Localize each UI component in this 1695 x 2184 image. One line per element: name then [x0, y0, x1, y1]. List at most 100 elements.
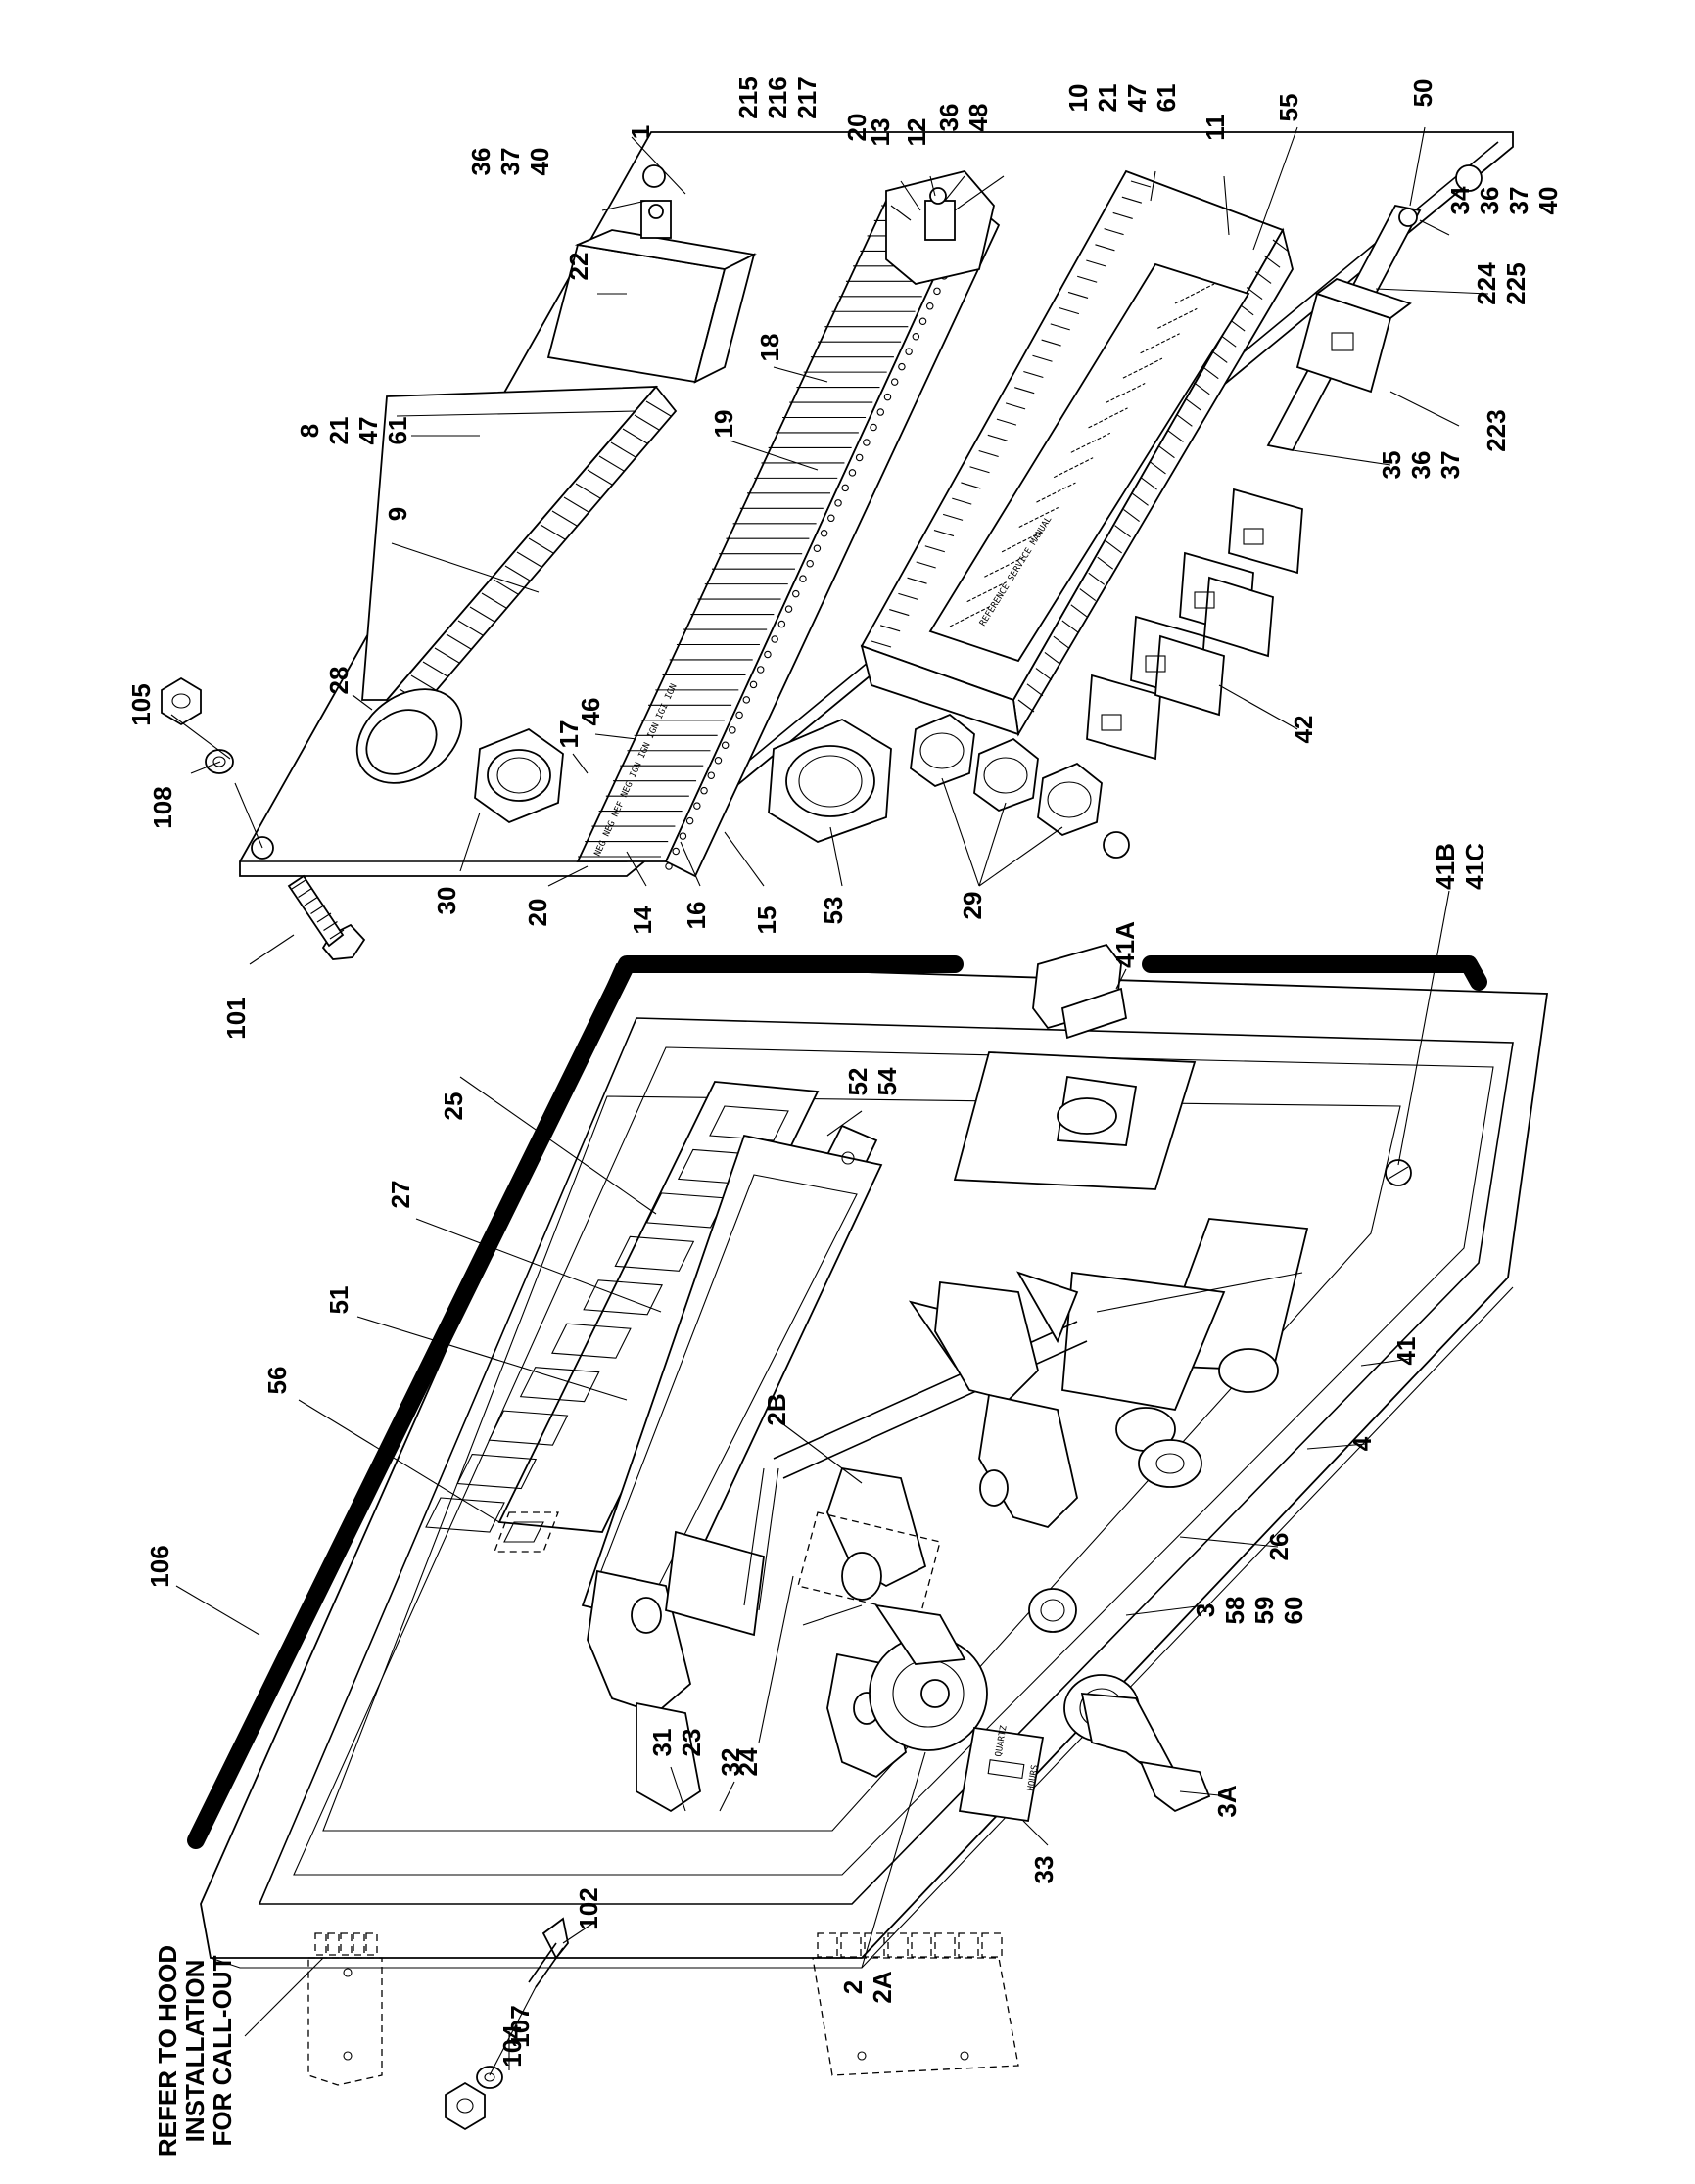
screw-41B — [1385, 1159, 1412, 1186]
callout-text: 31 — [647, 1729, 677, 1757]
callout-text: 55 — [1274, 94, 1303, 122]
callout-text: 17 — [554, 720, 584, 749]
grommet-30 — [474, 727, 564, 824]
hinge-lower — [812, 1932, 1019, 2076]
callout-text: 58 — [1220, 1597, 1249, 1625]
callout-c30: 30 — [432, 887, 461, 915]
nut-105 — [161, 676, 202, 726]
callout-text: 4 — [1347, 1436, 1377, 1451]
callout-text: 34 — [1445, 186, 1475, 214]
callout-text: 61 — [1152, 84, 1181, 113]
callout-text: 2A — [868, 1971, 897, 2003]
callout-text: 107 — [505, 2005, 535, 2047]
callout-text: 12 — [902, 118, 931, 147]
hood-note-line-2: INSTALLATION — [180, 1960, 210, 2143]
callout-text: 13 — [866, 118, 895, 147]
emergency-stop-button — [869, 1603, 988, 1751]
callout-text: 40 — [525, 148, 554, 176]
callout-text: 9 — [383, 507, 412, 521]
callout-text: 27 — [386, 1181, 415, 1209]
callout-text: 32 — [716, 1748, 745, 1777]
callout-text: 26 — [1264, 1533, 1294, 1561]
callout-text: 30 — [432, 887, 461, 915]
callout-text: 16 — [682, 902, 711, 930]
callout-text: 217 — [792, 76, 822, 118]
wire-duct-10: REFERENCE SERVICE MANUAL — [860, 169, 1294, 737]
nut-104 — [445, 2081, 486, 2131]
callout-text: 223 — [1482, 409, 1511, 451]
callout-text: 20 — [523, 899, 552, 927]
callout-c106: 106 — [145, 1545, 174, 1587]
callout-text: 8 — [295, 424, 324, 438]
grommet-53 — [768, 718, 892, 843]
callout-text: 33 — [1029, 1856, 1059, 1884]
callout-text: 41C — [1460, 843, 1489, 890]
callout-c41A: 41A — [1110, 921, 1140, 968]
callout-c22: 22 — [564, 253, 593, 281]
callout-text: 41A — [1110, 921, 1140, 968]
callout-c50: 50 — [1408, 79, 1437, 108]
callout-text: 101 — [221, 997, 251, 1039]
callout-c14: 14 — [628, 906, 657, 934]
callout-c15: 15 — [752, 906, 781, 935]
washer-107 — [476, 2066, 503, 2089]
callout-text: 21 — [1093, 84, 1122, 113]
end-bracket — [885, 169, 995, 285]
callout-text: 15 — [752, 906, 781, 935]
callout-text: 36 — [1406, 451, 1436, 480]
callout-text: 14 — [628, 906, 657, 934]
hourmeter-hours-text: HOURS — [1026, 1764, 1041, 1791]
toggle-switch-right — [978, 1393, 1078, 1529]
callout-text: 37 — [1436, 451, 1465, 480]
callout-text: 36 — [1475, 187, 1504, 215]
callout-c101: 101 — [221, 997, 251, 1039]
relay-bank-42 — [1086, 488, 1303, 761]
callout-text: 23 — [677, 1729, 706, 1757]
callout-text: 24 — [733, 1747, 763, 1776]
callout-text: 40 — [1533, 187, 1563, 215]
callout-text: 29 — [958, 892, 987, 920]
callout-text: 2B — [762, 1393, 791, 1425]
callout-text: 52 — [843, 1068, 872, 1096]
relay-22 — [546, 200, 757, 384]
callout-c16: 16 — [682, 902, 711, 930]
callout-c13: 13 — [866, 118, 895, 147]
callout-text: 108 — [148, 786, 177, 828]
hood-note-line-3: FOR CALL-OUT — [208, 1955, 237, 2146]
callout-text: 61 — [383, 417, 412, 445]
callout-c18: 18 — [755, 334, 784, 362]
callout-c17: 17 — [554, 720, 584, 749]
callout-text: 41 — [1391, 1337, 1421, 1366]
callout-text: 104 — [497, 2024, 527, 2068]
leader-lines — [170, 126, 1489, 2076]
callout-text: 37 — [495, 148, 525, 176]
screw-102 — [528, 1917, 569, 1988]
callout-c223: 223 — [1482, 409, 1511, 451]
callout-text: 21 — [324, 417, 353, 445]
latch-41A — [1032, 943, 1128, 1040]
callout-text: 3A — [1212, 1785, 1242, 1817]
ignition-key — [1080, 1692, 1211, 1813]
hood-note: REFER TO HOOD INSTALLATION FOR CALL-OUT — [153, 1945, 237, 2157]
callout-c42: 42 — [1289, 716, 1318, 744]
wire-duct-9 — [361, 385, 678, 721]
callout-c25: 25 — [439, 1092, 468, 1121]
callout-c46: 46 — [576, 698, 605, 726]
callout-text: 60 — [1279, 1597, 1308, 1625]
callout-c51: 51 — [324, 1286, 353, 1315]
callout-text: 35 — [1377, 451, 1406, 480]
callout-text: 106 — [145, 1545, 174, 1587]
callout-c12: 12 — [902, 118, 931, 147]
callout-c56: 56 — [262, 1367, 292, 1395]
callout-text: 42 — [1289, 716, 1318, 744]
callout-text: 50 — [1408, 79, 1437, 108]
callout-text: 18 — [755, 334, 784, 362]
callout-c102: 102 — [574, 1887, 603, 1929]
